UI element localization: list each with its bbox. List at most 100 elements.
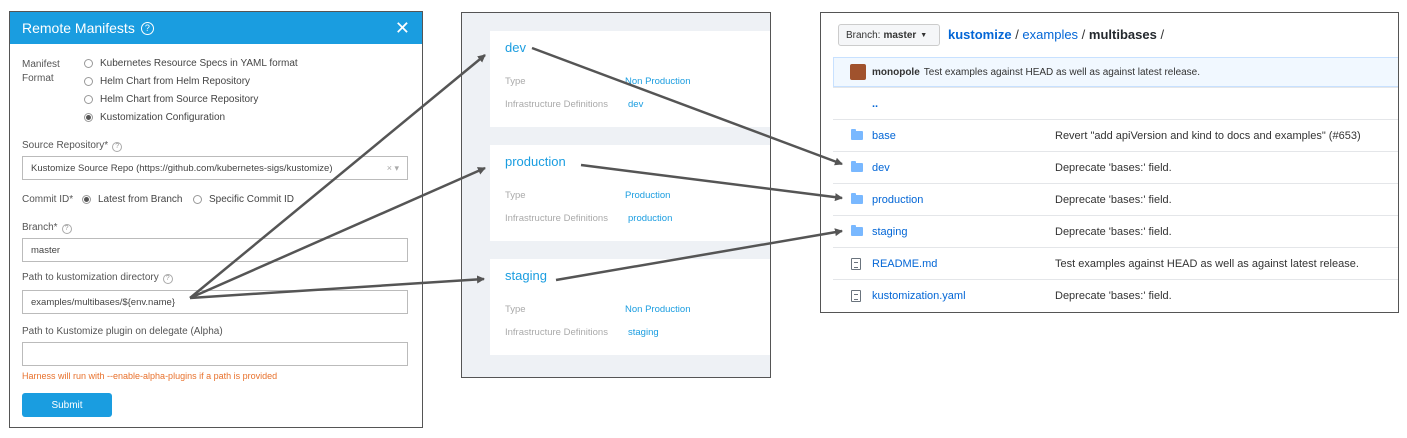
folder-icon-wrap [851, 129, 865, 140]
environment-name[interactable]: production [505, 154, 566, 169]
file-commit-message[interactable]: Revert "add apiVersion and kind to docs … [1055, 129, 1361, 142]
radio-selected-icon[interactable] [82, 195, 91, 204]
branch-select-button[interactable]: Branch: master ▼ [838, 24, 940, 46]
environment-card-production[interactable]: production Type Production Infrastructur… [490, 145, 770, 241]
infra-link[interactable]: staging [628, 327, 659, 338]
file-name-link[interactable]: kustomization.yaml [872, 289, 966, 302]
radio-icon[interactable] [193, 195, 202, 204]
file-commit-message[interactable]: Test examples against HEAD as well as ag… [1055, 257, 1359, 270]
file-name-link[interactable]: staging [872, 225, 908, 238]
file-row[interactable]: README.md Test examples against HEAD as … [833, 247, 1398, 279]
avatar[interactable] [850, 64, 866, 80]
environments-panel: dev Type Non Production Infrastructure D… [461, 12, 771, 378]
close-icon[interactable]: ✕ [394, 18, 410, 38]
help-icon[interactable]: ? [140, 21, 154, 35]
environment-name[interactable]: dev [505, 40, 526, 55]
infra-label: Infrastructure Definitions [505, 99, 608, 110]
file-row[interactable]: base Revert "add apiVersion and kind to … [833, 119, 1398, 151]
source-repo-label-text: Source Repository* [22, 140, 109, 151]
format-option-label: Helm Chart from Source Repository [100, 94, 259, 105]
help-icon[interactable]: ? [112, 141, 123, 152]
file-commit-message[interactable]: Deprecate 'bases:' field. [1055, 225, 1172, 238]
folder-icon [851, 225, 863, 236]
format-option-k8s-yaml[interactable]: Kubernetes Resource Specs in YAML format [84, 58, 298, 69]
folder-icon [851, 129, 863, 140]
source-repo-value: Kustomize Source Repo (https://github.co… [31, 162, 333, 174]
file-commit-message[interactable]: Deprecate 'bases:' field. [1055, 161, 1172, 174]
environment-type: Non Production [625, 76, 691, 87]
breadcrumb-separator: / [1156, 27, 1165, 42]
file-icon-wrap [851, 289, 865, 302]
help-icon[interactable]: ? [61, 223, 72, 234]
radio-icon[interactable] [84, 95, 93, 104]
submit-button[interactable]: Submit [22, 393, 112, 417]
infra-link[interactable]: dev [628, 99, 644, 110]
latest-commit-bar: monopole Test examples against HEAD as w… [833, 57, 1398, 87]
dialog-title: Remote Manifests [22, 20, 135, 36]
file-name-link[interactable]: README.md [872, 257, 938, 270]
format-option-helm-repo[interactable]: Helm Chart from Helm Repository [84, 76, 250, 87]
type-label: Type [505, 190, 526, 201]
commit-option-specific[interactable]: Specific Commit ID [193, 194, 294, 205]
environment-name[interactable]: staging [505, 268, 547, 283]
commit-author[interactable]: monopole [872, 66, 920, 78]
breadcrumb-separator: / [1011, 27, 1023, 42]
manifest-format-label: Manifest Format [22, 58, 60, 86]
file-commit-message[interactable]: Deprecate 'bases:' field. [1055, 193, 1172, 206]
plugin-input[interactable] [22, 342, 408, 366]
file-row[interactable]: production Deprecate 'bases:' field. [833, 183, 1398, 215]
file-row[interactable]: staging Deprecate 'bases:' field. [833, 215, 1398, 247]
radio-icon[interactable] [84, 59, 93, 68]
help-icon[interactable]: ? [162, 273, 173, 284]
file-text-icon [851, 257, 861, 270]
environment-type: Production [625, 190, 671, 201]
folder-icon-wrap [851, 225, 865, 236]
format-option-label: Kubernetes Resource Specs in YAML format [100, 58, 298, 69]
file-name-link[interactable]: dev [872, 161, 890, 174]
file-name-link[interactable]: base [872, 129, 896, 142]
folder-icon-wrap [851, 193, 865, 204]
radio-selected-icon[interactable] [84, 113, 93, 122]
branch-prefix: Branch: [846, 29, 881, 41]
commit-option-label: Latest from Branch [98, 194, 183, 205]
plugin-hint: Harness will run with --enable-alpha-plu… [22, 371, 278, 381]
parent-directory-link[interactable]: .. [872, 97, 879, 110]
commit-message[interactable]: Test examples against HEAD as well as ag… [923, 66, 1201, 78]
format-option-label: Helm Chart from Helm Repository [100, 76, 251, 87]
path-input[interactable]: examples/multibases/${env.name} [22, 290, 408, 314]
breadcrumb-repo[interactable]: kustomize [948, 27, 1012, 42]
path-label-text: Path to kustomization directory [22, 272, 159, 283]
format-option-kustomization[interactable]: Kustomization Configuration [84, 112, 225, 123]
type-label: Type [505, 304, 526, 315]
parent-directory-row[interactable]: .. [833, 87, 1398, 119]
dialog-header: Remote Manifests ? ✕ [10, 12, 422, 44]
branch-name: master [883, 29, 917, 41]
format-option-helm-source[interactable]: Helm Chart from Source Repository [84, 94, 258, 105]
breadcrumb-examples[interactable]: examples [1022, 27, 1079, 42]
branch-input[interactable]: master [22, 238, 408, 262]
manifest-format-label-line2: Format [22, 73, 54, 84]
file-row[interactable]: dev Deprecate 'bases:' field. [833, 151, 1398, 183]
breadcrumb: kustomize / examples / multibases / [948, 27, 1164, 42]
source-repo-select[interactable]: Kustomize Source Repo (https://github.co… [22, 156, 408, 180]
infra-label: Infrastructure Definitions [505, 213, 608, 224]
source-repo-label: Source Repository*? [22, 140, 123, 152]
file-name-link[interactable]: production [872, 193, 924, 206]
breadcrumb-current: multibases [1088, 27, 1157, 42]
branch-label: Branch*? [22, 222, 72, 234]
radio-icon[interactable] [84, 77, 93, 86]
clear-and-chevron-down-icon[interactable]: × ▾ [386, 162, 399, 173]
commit-option-latest[interactable]: Latest from Branch [82, 194, 182, 205]
environment-type: Non Production [625, 304, 691, 315]
branch-label-text: Branch* [22, 222, 58, 233]
remote-manifests-dialog: Remote Manifests ? ✕ Manifest Format Kub… [9, 11, 423, 428]
environment-card-dev[interactable]: dev Type Non Production Infrastructure D… [490, 31, 770, 127]
infra-link[interactable]: production [628, 213, 673, 224]
file-row[interactable]: kustomization.yaml Deprecate 'bases:' fi… [833, 279, 1398, 311]
plugin-label: Path to Kustomize plugin on delegate (Al… [22, 326, 223, 337]
environment-card-staging[interactable]: staging Type Non Production Infrastructu… [490, 259, 770, 355]
infra-label: Infrastructure Definitions [505, 327, 608, 338]
commit-id-label: Commit ID* [22, 194, 74, 205]
file-commit-message[interactable]: Deprecate 'bases:' field. [1055, 289, 1172, 302]
file-text-icon [851, 289, 861, 302]
